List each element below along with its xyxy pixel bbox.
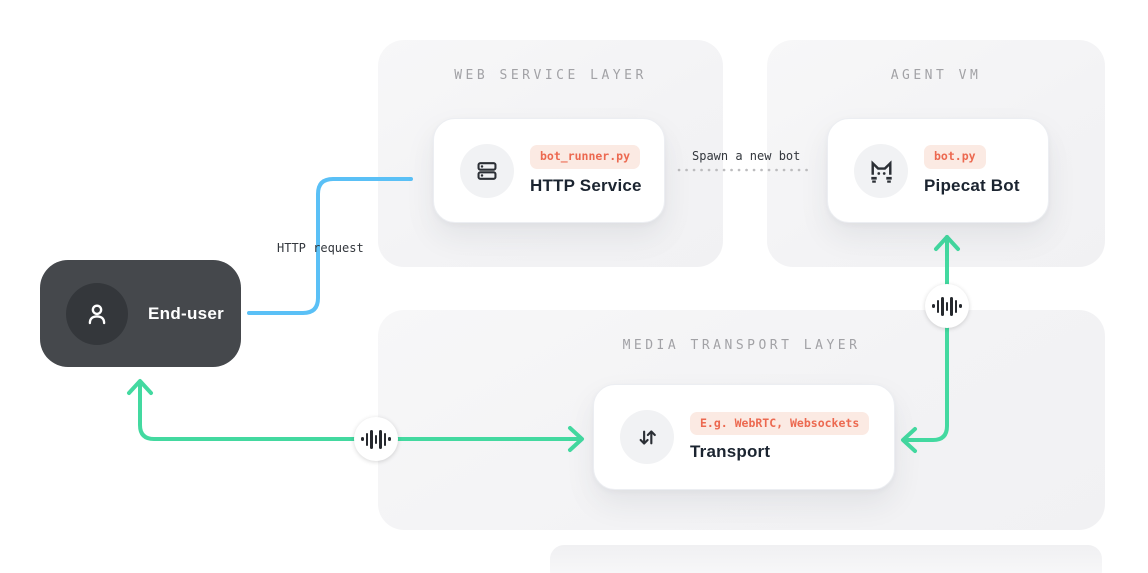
node-end-user: End-user (40, 260, 241, 367)
panel-title: AGENT VM (890, 68, 982, 83)
panel-title: WEB SERVICE LAYER (454, 68, 647, 83)
node-title: HTTP Service (530, 175, 642, 195)
example-badge: E.g. WebRTC, Websockets (690, 411, 870, 436)
person-icon (66, 282, 128, 345)
node-title: End-user (148, 303, 225, 323)
server-icon (460, 143, 514, 198)
node-http-service: bot_runner.py HTTP Service (433, 118, 665, 223)
pipecat-cat-icon (854, 143, 908, 198)
waveform-icon (925, 284, 969, 328)
node-title: Transport (690, 442, 771, 462)
partial-panel-bottom (550, 545, 1102, 573)
transfer-arrows-icon (620, 410, 674, 464)
waveform-icon (354, 417, 398, 461)
file-badge: bot.py (924, 145, 986, 169)
edge-label-spawn-bot: Spawn a new bot (692, 149, 801, 163)
edge-label-http-request: HTTP request (277, 241, 364, 255)
node-transport: E.g. WebRTC, Websockets Transport (593, 384, 895, 490)
file-badge: bot_runner.py (530, 145, 641, 169)
node-pipecat-bot: bot.py Pipecat Bot (827, 118, 1049, 223)
panel-title: MEDIA TRANSPORT LAYER (622, 338, 861, 353)
node-title: Pipecat Bot (924, 175, 1020, 195)
